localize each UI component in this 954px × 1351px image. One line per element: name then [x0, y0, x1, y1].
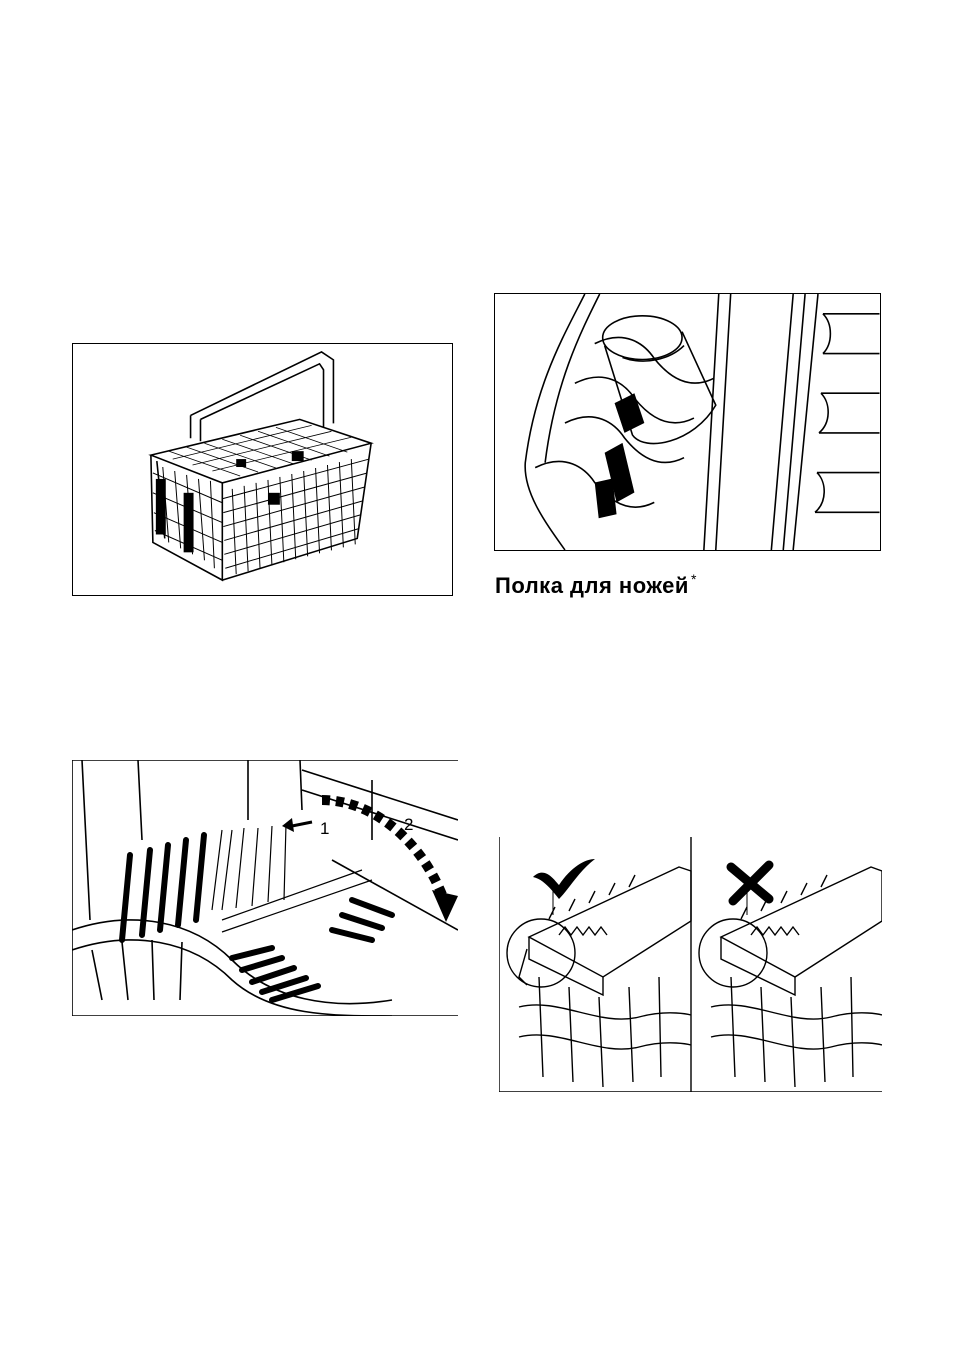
cutlery-rack-illustration: 1 2	[72, 760, 458, 1016]
callout-2: 2	[404, 815, 413, 834]
cutlery-basket-illustration	[72, 343, 453, 596]
heading-text: Полка для ножей	[495, 573, 689, 598]
cross-mark-icon	[731, 865, 769, 901]
cutlery-rack-drawing: 1 2	[72, 760, 458, 1016]
knife-shelf-heading: Полка для ножей*	[495, 571, 697, 599]
callout-1: 1	[320, 819, 329, 838]
footnote-mark: *	[691, 571, 697, 587]
check-mark-icon	[533, 859, 595, 899]
knife-shelf-illustration	[499, 837, 882, 1092]
cutlery-basket-drawing	[73, 344, 452, 595]
cup-holder-illustration	[494, 293, 881, 551]
cup-holder-drawing	[495, 294, 880, 550]
knife-shelf-drawing	[499, 837, 882, 1092]
